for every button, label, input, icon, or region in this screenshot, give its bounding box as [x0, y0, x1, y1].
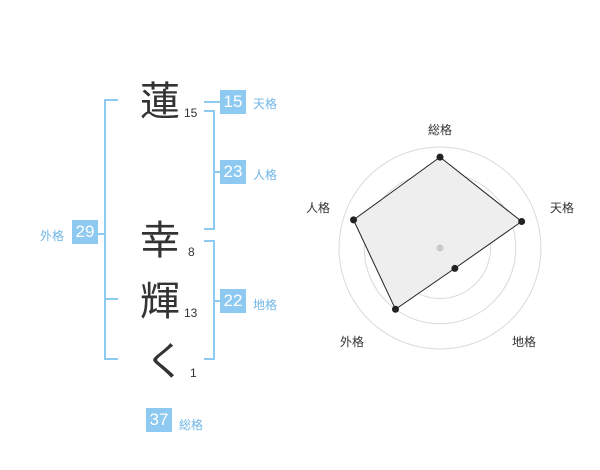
gaikaku-connector: [96, 233, 104, 235]
tenkaku-value-badge: 15: [220, 90, 246, 114]
soukaku-value-badge: 37: [146, 408, 172, 432]
chikaku-value-badge: 22: [220, 289, 246, 313]
given-stroke-count-3: 1: [190, 366, 197, 380]
gaikaku-bracket: [104, 99, 106, 360]
radar-point: [451, 264, 459, 272]
radar-ring: [338, 146, 542, 350]
surname-stroke-count-1: 15: [184, 106, 198, 120]
gaikaku-bracket-bottom: [104, 358, 118, 360]
chikaku-bracket-bottom: [204, 358, 215, 360]
radar-polygon: [352, 156, 523, 311]
gaikaku-value-badge: 29: [72, 220, 98, 244]
radar-point: [436, 153, 444, 161]
radar-axis-label-jinkaku: 人格: [306, 200, 330, 215]
given-char-3: く: [145, 339, 185, 385]
chikaku-label: 地格: [253, 298, 278, 312]
given-stroke-count-2: 13: [184, 306, 198, 320]
jinkaku-bracket-bottom: [204, 228, 215, 230]
radar-point: [350, 216, 358, 224]
jinkaku-label: 人格: [253, 168, 278, 182]
given-char-2: 輝: [140, 279, 180, 325]
given-stroke-count-1: 8: [188, 245, 195, 259]
gaikaku-bracket-mid: [104, 298, 118, 300]
radar-axis-label-tenkaku: 天格: [550, 200, 574, 215]
jinkaku-connector: [213, 171, 220, 173]
chikaku-connector: [213, 300, 220, 302]
surname-char-1: 蓮: [140, 79, 180, 125]
tenkaku-label: 天格: [253, 97, 278, 111]
radar-axis-label-gaikaku: 外格: [340, 334, 364, 349]
radar-chart: 総格 天格 地格 外格 人格: [306, 122, 574, 350]
tenkaku-connector: [204, 101, 220, 103]
chikaku-bracket-top: [204, 240, 215, 242]
gaikaku-bracket-top: [104, 99, 118, 101]
jinkaku-value-badge: 23: [220, 160, 246, 184]
radar-point: [518, 217, 526, 225]
radar-center-dot: [436, 244, 444, 252]
jinkaku-bracket: [213, 110, 215, 230]
gaikaku-label: 外格: [40, 229, 65, 243]
radar-axis-label-chikaku: 地格: [512, 334, 536, 349]
radar-points: [350, 153, 526, 313]
radar-point: [391, 305, 399, 313]
jinkaku-bracket-top: [204, 110, 215, 112]
given-char-1: 幸: [140, 218, 180, 264]
soukaku-label: 総格: [179, 418, 204, 432]
radar-axis-label-soukaku: 総格: [428, 122, 452, 137]
